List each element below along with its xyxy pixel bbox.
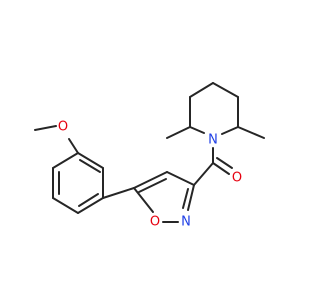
atom-label-layer: O O N O N <box>58 120 242 230</box>
bond-c2-methyl <box>166 126 191 139</box>
atom-isoxazole-nitrogen: N <box>181 215 191 230</box>
bond-aryl-isoxazole <box>102 187 135 199</box>
bond-c5-c4-inner <box>138 178 167 193</box>
molecule-drawing: O O N O N <box>34 82 265 230</box>
bond-benzene-4 <box>52 197 79 214</box>
bond-benzene-1 <box>77 152 104 169</box>
bond-benzene-1-inner <box>79 159 101 173</box>
bond-c4-c5 <box>212 82 239 98</box>
bond-carbonyl-o-inner <box>216 157 233 169</box>
bond-c3-carbonyl <box>193 162 214 186</box>
bond-c4-c3 <box>166 171 195 186</box>
atom-piperidine-nitrogen: N <box>208 133 218 148</box>
bond-layer <box>34 82 265 223</box>
bond-n-c2 <box>189 126 205 134</box>
bond-o-aryl-methoxy <box>68 138 79 154</box>
atom-isoxazole-oxygen: O <box>150 215 160 230</box>
bond-benzene-3-inner <box>78 193 99 207</box>
structure-canvas: O O N O N <box>34 82 265 230</box>
atom-carbonyl-oxygen: O <box>232 171 242 186</box>
bond-c5-c4 <box>133 171 168 189</box>
bond-benzene-3 <box>77 197 104 214</box>
atom-methoxy-oxygen: O <box>58 120 68 135</box>
bond-carbonyl-o <box>212 162 230 175</box>
bond-c3-n <box>187 184 195 211</box>
bond-c6-methyl <box>237 126 265 139</box>
bond-c3-n-inner <box>182 188 189 209</box>
bond-o-c5 <box>133 187 154 213</box>
bond-ch3-o-methoxy <box>34 125 57 131</box>
bond-c6-n <box>221 126 239 135</box>
bond-benzene-6 <box>52 152 79 169</box>
bond-c3-c4 <box>189 82 214 98</box>
